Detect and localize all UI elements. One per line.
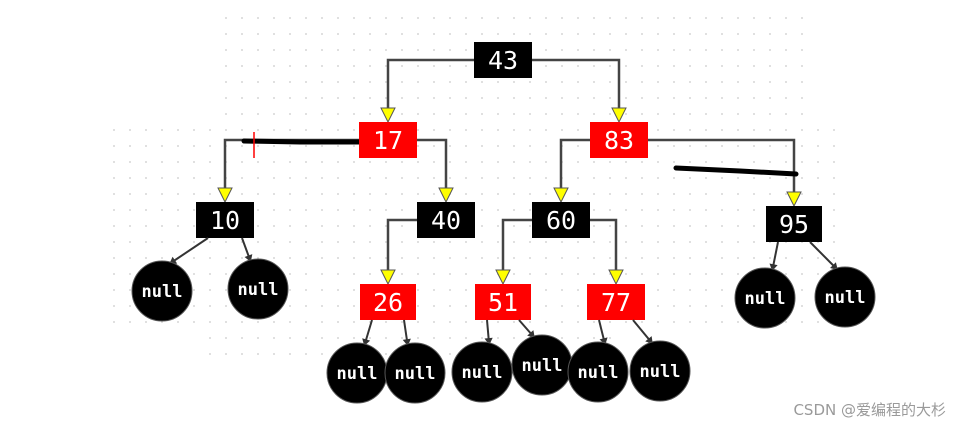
null-leaf-label: null: [578, 363, 619, 383]
null-leaf: null: [384, 342, 446, 404]
edge-line: [386, 218, 417, 270]
arrowhead-icon: [553, 187, 569, 204]
watermark: CSDN @爱编程的大杉: [793, 401, 946, 419]
null-arrowhead-icon: [402, 338, 411, 346]
null-leaf-circle: [131, 260, 193, 322]
tree-node-box: [532, 202, 590, 238]
null-leaf-circle: [567, 341, 629, 403]
edge-n17-n40: [417, 138, 454, 204]
null-leaf-label: null: [337, 364, 378, 384]
arrowhead-icon: [438, 187, 454, 204]
tree-node-box: [475, 284, 531, 320]
tree-node-10: 10: [196, 202, 254, 238]
null-arrowhead-icon: [769, 263, 778, 271]
edge-line: [532, 58, 621, 108]
null-leaf-label: null: [745, 289, 786, 309]
null-leaf: null: [629, 340, 691, 402]
edge-n43-n17: [380, 58, 474, 124]
tree-node-box: [360, 284, 416, 320]
arrowhead-icon: [611, 107, 627, 124]
null-leaf: null: [511, 334, 573, 396]
arrowhead-icon: [380, 269, 396, 286]
null-leaf-label: null: [238, 280, 279, 300]
tree-node-label: 77: [601, 288, 631, 317]
null-leaf-circle: [814, 266, 876, 328]
null-leaf-circle: [227, 258, 289, 320]
tree-node-label: 17: [373, 126, 403, 155]
tree-node-95: 95: [766, 206, 822, 242]
null-leaf: null: [227, 258, 289, 320]
tree-node-label: 60: [546, 206, 576, 235]
null-leaf-circle: [734, 267, 796, 329]
arrowhead-icon: [495, 269, 511, 286]
tree-node-label: 51: [488, 288, 518, 317]
tree-node-label: 26: [373, 288, 403, 317]
edge-line: [417, 138, 448, 188]
null-leaf-circle: [629, 340, 691, 402]
null-leaf: null: [451, 341, 513, 403]
null-link: [769, 241, 779, 272]
annotation-stroke-left: [241, 138, 375, 145]
edge-n40-n26: [380, 218, 417, 286]
tree-node-box: [590, 122, 648, 158]
edge-line: [559, 138, 590, 188]
null-leaf: null: [814, 266, 876, 328]
arrowhead-icon: [217, 187, 233, 204]
null-leaf-label: null: [462, 363, 503, 383]
tree-node-17: 17: [359, 122, 417, 158]
tree-node-label: 10: [210, 206, 240, 235]
null-leaves-layer: null null null null null null null null null null: [131, 237, 876, 404]
null-leaf-label: null: [640, 362, 681, 382]
arrowhead-icon: [786, 191, 802, 208]
null-arrowhead-icon: [484, 337, 493, 345]
edge-n43-n83: [532, 58, 627, 124]
null-leaf: null: [326, 342, 388, 404]
edges-layer: [217, 58, 802, 286]
nodes-layer: 43 17 83 10 40 60 95 26 51 77: [196, 42, 822, 320]
null-leaf-circle: [451, 341, 513, 403]
tree-node-box: [359, 122, 417, 158]
null-leaf: null: [567, 341, 629, 403]
tree-node-box: [474, 42, 532, 78]
tree-node-label: 40: [431, 206, 461, 235]
annotation-stroke-right: [673, 165, 799, 177]
tree-node-box: [587, 284, 645, 320]
null-link: [484, 319, 493, 346]
edge-n83-n60: [553, 138, 590, 204]
tree-node-box: [766, 206, 822, 242]
edge-n60-n77: [590, 218, 624, 286]
null-leaf-label: null: [142, 282, 183, 302]
null-leaf-circle: [384, 342, 446, 404]
edge-line: [501, 218, 532, 270]
tree-node-43: 43: [474, 42, 532, 78]
edge-n60-n51: [495, 218, 532, 286]
arrowhead-icon: [380, 107, 396, 124]
tree-node-box: [196, 202, 254, 238]
null-link: [402, 319, 411, 347]
arrowhead-icon: [608, 269, 624, 286]
edge-line: [590, 218, 618, 270]
tree-node-83: 83: [590, 122, 648, 158]
tree-node-label: 95: [779, 210, 809, 239]
edge-line: [386, 58, 474, 108]
tree-node-51: 51: [475, 284, 531, 320]
tree-node-26: 26: [360, 284, 416, 320]
null-link-line: [168, 237, 209, 265]
null-leaf-label: null: [522, 356, 563, 376]
tree-node-60: 60: [532, 202, 590, 238]
null-leaf-label: null: [825, 288, 866, 308]
null-leaf: null: [131, 260, 193, 322]
tree-node-label: 43: [488, 46, 518, 75]
tree-node-77: 77: [587, 284, 645, 320]
null-leaf-label: null: [395, 364, 436, 384]
tree-node-40: 40: [417, 202, 475, 238]
tree-node-box: [417, 202, 475, 238]
tree-node-label: 83: [604, 126, 634, 155]
null-leaf: null: [734, 267, 796, 329]
